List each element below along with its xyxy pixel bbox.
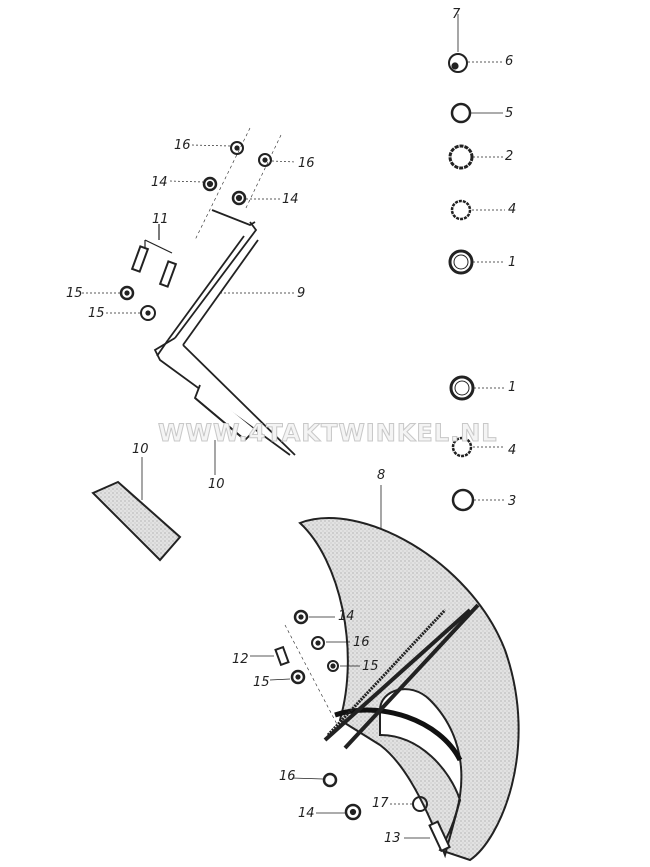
washer-15b <box>106 305 156 321</box>
label-3: 3 <box>508 494 517 509</box>
washer-15d <box>269 669 306 685</box>
nut-14a <box>169 176 218 192</box>
label-16: 16 <box>298 156 315 171</box>
label-14: 14 <box>298 806 315 821</box>
bolts-11 <box>130 224 178 288</box>
ring-1b <box>449 375 505 401</box>
nut-14c <box>293 609 335 625</box>
license-bracket-9 <box>153 209 296 456</box>
label-16: 16 <box>174 138 191 153</box>
label-4: 4 <box>508 443 517 458</box>
label-14: 14 <box>338 609 355 624</box>
label-7: 7 <box>452 7 461 22</box>
label-16: 16 <box>353 635 370 650</box>
label-1: 1 <box>508 255 517 270</box>
label-15: 15 <box>66 286 83 301</box>
label-14: 14 <box>282 192 299 207</box>
front-fender-8 <box>298 485 520 862</box>
washer-15c <box>327 660 360 672</box>
label-15: 15 <box>88 306 105 321</box>
ring-2 <box>448 144 503 170</box>
label-11: 11 <box>152 212 169 227</box>
label-14: 14 <box>151 175 168 190</box>
cap-nut-6 <box>448 14 503 73</box>
ring-5 <box>450 102 503 124</box>
label-10: 10 <box>132 442 149 457</box>
label-15: 15 <box>362 659 379 674</box>
washer-17 <box>390 796 428 812</box>
label-1: 1 <box>508 380 517 395</box>
ring-4a <box>450 199 505 221</box>
watermark: WWW.4TAKTWINKEL.NL <box>158 419 498 448</box>
label-6: 6 <box>505 54 514 69</box>
label-8: 8 <box>377 468 386 483</box>
ring-3 <box>451 488 505 512</box>
label-15: 15 <box>253 675 270 690</box>
label-16: 16 <box>279 769 296 784</box>
nut-14b <box>231 190 280 206</box>
bolt-13 <box>404 820 451 853</box>
washer-16a <box>191 141 244 155</box>
washer-16d <box>291 772 338 788</box>
label-13: 13 <box>384 831 401 846</box>
washer-16b <box>258 153 297 167</box>
bolt-12 <box>250 645 290 667</box>
label-10: 10 <box>208 477 225 492</box>
label-17: 17 <box>372 796 389 811</box>
ring-4b <box>451 436 505 458</box>
label-5: 5 <box>505 106 514 121</box>
label-2: 2 <box>505 149 514 164</box>
ring-1a <box>448 249 505 275</box>
washer-15a <box>82 285 135 301</box>
label-4: 4 <box>508 202 517 217</box>
nut-14d <box>316 803 362 821</box>
label-9: 9 <box>297 286 306 301</box>
washer-16c <box>311 636 350 650</box>
label-12: 12 <box>232 652 249 667</box>
rubber-pad-10 <box>91 457 182 562</box>
